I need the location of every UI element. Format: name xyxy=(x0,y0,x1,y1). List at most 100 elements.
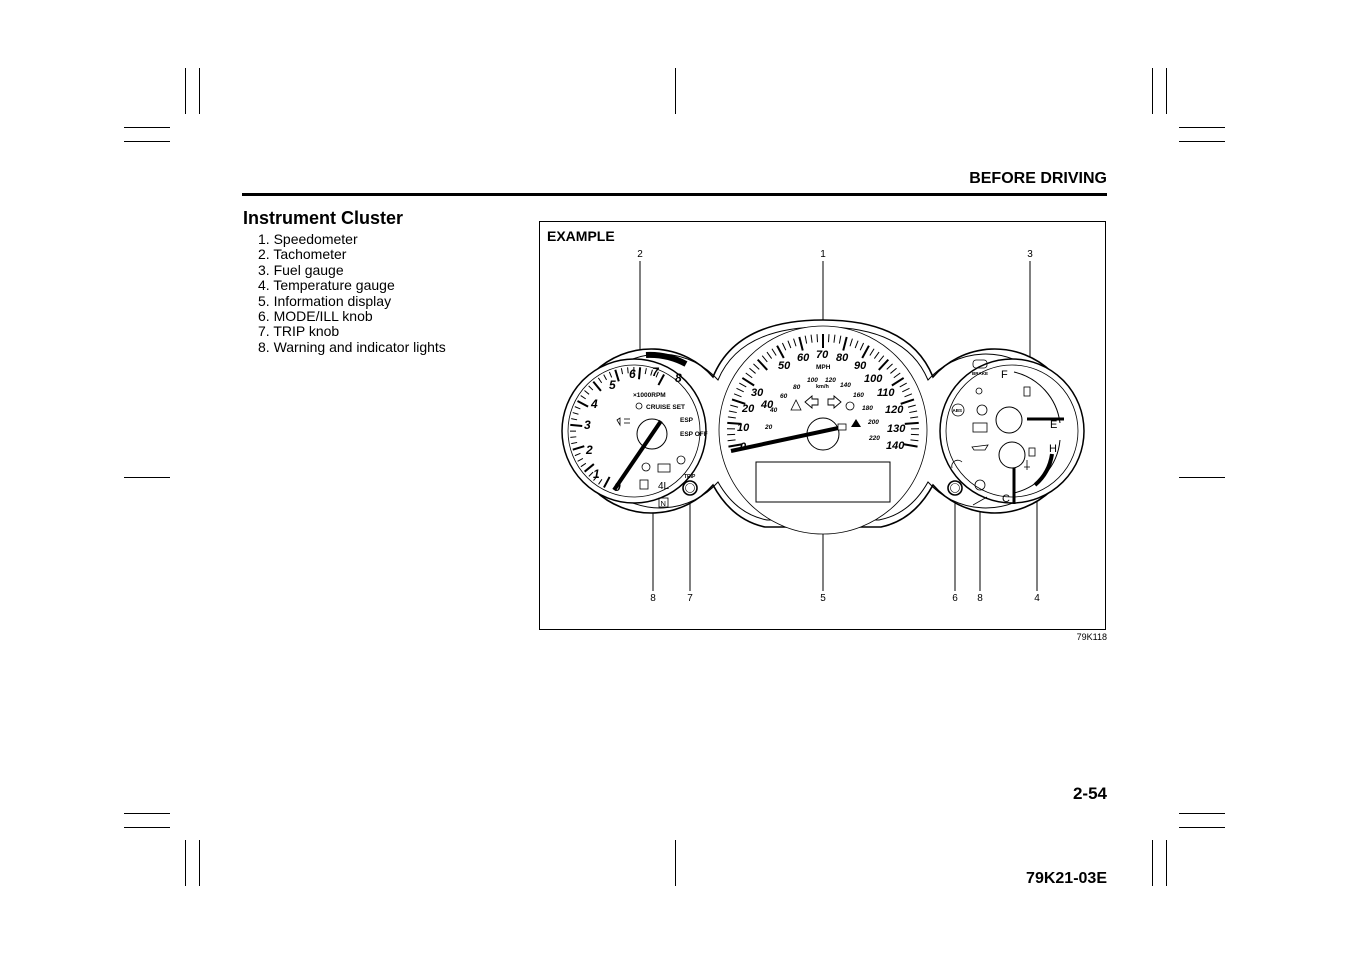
kmh-number: 120 xyxy=(825,377,836,384)
cruise-icon xyxy=(635,402,643,410)
oil-pressure-icon xyxy=(971,444,989,451)
legend-list: 1. Speedometer 2. Tachometer 3. Fuel gau… xyxy=(258,231,446,355)
mode-ill-knob[interactable] xyxy=(947,480,963,496)
gauge-tick xyxy=(753,363,760,370)
gauge-tick xyxy=(902,387,910,393)
gauge-tick xyxy=(731,398,746,405)
door-open-icon xyxy=(972,496,988,506)
speedometer-ticks xyxy=(727,334,919,448)
passenger-airbag-icon xyxy=(976,404,988,416)
kmh-number: 20 xyxy=(764,424,773,431)
airbag-icon xyxy=(845,401,855,411)
mph-number: 50 xyxy=(778,360,791,372)
gauge-tick xyxy=(904,393,913,398)
gauge-tick xyxy=(577,458,584,462)
engine-icon xyxy=(657,463,671,473)
mph-number: 130 xyxy=(887,423,906,435)
tachometer-ticks xyxy=(569,366,665,488)
legend-item: 2. Tachometer xyxy=(258,246,347,263)
gauge-tick xyxy=(798,336,804,351)
crop-mark xyxy=(675,68,676,114)
four-wheel-icon xyxy=(639,479,649,490)
gauge-tick xyxy=(776,345,785,359)
crop-mark xyxy=(185,68,186,114)
trip-knob[interactable] xyxy=(682,480,698,496)
gauge-tick xyxy=(900,398,915,405)
neutral-label: N xyxy=(661,499,666,508)
gauge-tick xyxy=(728,410,737,414)
information-display xyxy=(755,461,891,503)
gauge-tick xyxy=(893,372,901,379)
fuel-full-label: F xyxy=(1001,369,1008,381)
gauge-tick xyxy=(886,363,893,370)
brake-icon xyxy=(972,359,988,369)
mph-number: 100 xyxy=(864,373,883,385)
legend-item: 8. Warning and indicator lights xyxy=(258,338,446,355)
gauge-tick xyxy=(766,351,773,359)
crop-mark xyxy=(199,68,200,114)
seatbelt-icon xyxy=(790,399,802,411)
section-title: Instrument Cluster xyxy=(243,208,404,228)
gauge-tick xyxy=(580,462,587,468)
gauge-tick xyxy=(810,334,813,343)
gauge-tick xyxy=(869,348,875,356)
tach-number: 4 xyxy=(590,397,598,411)
gauge-tick xyxy=(736,387,744,393)
callout-number: 5 xyxy=(820,593,826,604)
gauge-tick xyxy=(627,367,629,374)
document-code: 79K21-03E xyxy=(1026,870,1107,887)
gauge-tick xyxy=(728,443,743,448)
gauge-tick xyxy=(657,374,665,386)
crop-mark xyxy=(675,840,676,886)
gauge-tick xyxy=(733,393,742,398)
kmh-number: 40 xyxy=(769,407,778,414)
crop-mark xyxy=(124,813,170,814)
gauge-tick xyxy=(833,334,836,343)
temp-hot-label: H xyxy=(1049,443,1057,455)
tach-number: 6 xyxy=(629,367,636,381)
tachometer: 0 1 2 3 4 5 6 7 8 ×1000RPM CRUISE SET ES… xyxy=(561,351,708,508)
gauge-tick xyxy=(909,410,918,414)
gauge-tick xyxy=(637,367,642,380)
crop-mark xyxy=(124,127,170,128)
tach-number: 5 xyxy=(609,378,616,392)
gauge-tick xyxy=(739,382,747,388)
crop-mark xyxy=(1179,813,1225,814)
gauge-tick xyxy=(756,358,768,371)
callout-number: 8 xyxy=(650,593,656,604)
crop-mark xyxy=(185,840,186,886)
gauge-tick xyxy=(781,342,787,351)
gauge-tick xyxy=(574,406,581,410)
gauge-tick xyxy=(910,416,919,419)
cruise-set-label: CRUISE SET xyxy=(646,404,685,411)
mph-number: 90 xyxy=(854,360,867,372)
mph-number: 70 xyxy=(816,349,829,361)
kmh-number: 180 xyxy=(862,405,873,412)
kmh-unit: km/h xyxy=(816,384,829,390)
legend-item: 6. MODE/ILL knob xyxy=(258,308,373,325)
mph-unit: MPH xyxy=(816,364,831,371)
callout-number: 1 xyxy=(820,249,826,260)
abs-label: ABS xyxy=(953,408,963,413)
master-warning-icon xyxy=(851,419,861,427)
instrument-cluster-illustration: 2 1 3 8 7 5 6 8 4 0 1 2 3 4 5 6 7 8 ×100… xyxy=(561,249,1085,604)
mph-number: 60 xyxy=(797,352,810,364)
fuel-temp-gauges: F E H C BRAKE ABS xyxy=(939,358,1085,506)
turn-signal-left-icon xyxy=(804,395,819,409)
gauge-tick xyxy=(878,355,885,363)
gauge-tick xyxy=(571,441,578,445)
power-steering-icon xyxy=(951,459,963,469)
mph-number: 30 xyxy=(751,387,764,399)
mph-number: 110 xyxy=(877,387,895,399)
mph-number: 120 xyxy=(885,404,904,416)
battery-icon xyxy=(972,422,988,433)
gauge-tick xyxy=(570,436,577,438)
neutral-indicator xyxy=(658,497,669,508)
gauge-tick xyxy=(603,476,611,488)
fuel-empty-label: E xyxy=(1050,419,1057,431)
gauge-tick xyxy=(584,390,590,395)
gauge-tick xyxy=(650,369,653,376)
section-header: BEFORE DRIVING xyxy=(969,170,1107,187)
gauge-tick xyxy=(890,367,897,374)
redline-band xyxy=(645,351,688,367)
